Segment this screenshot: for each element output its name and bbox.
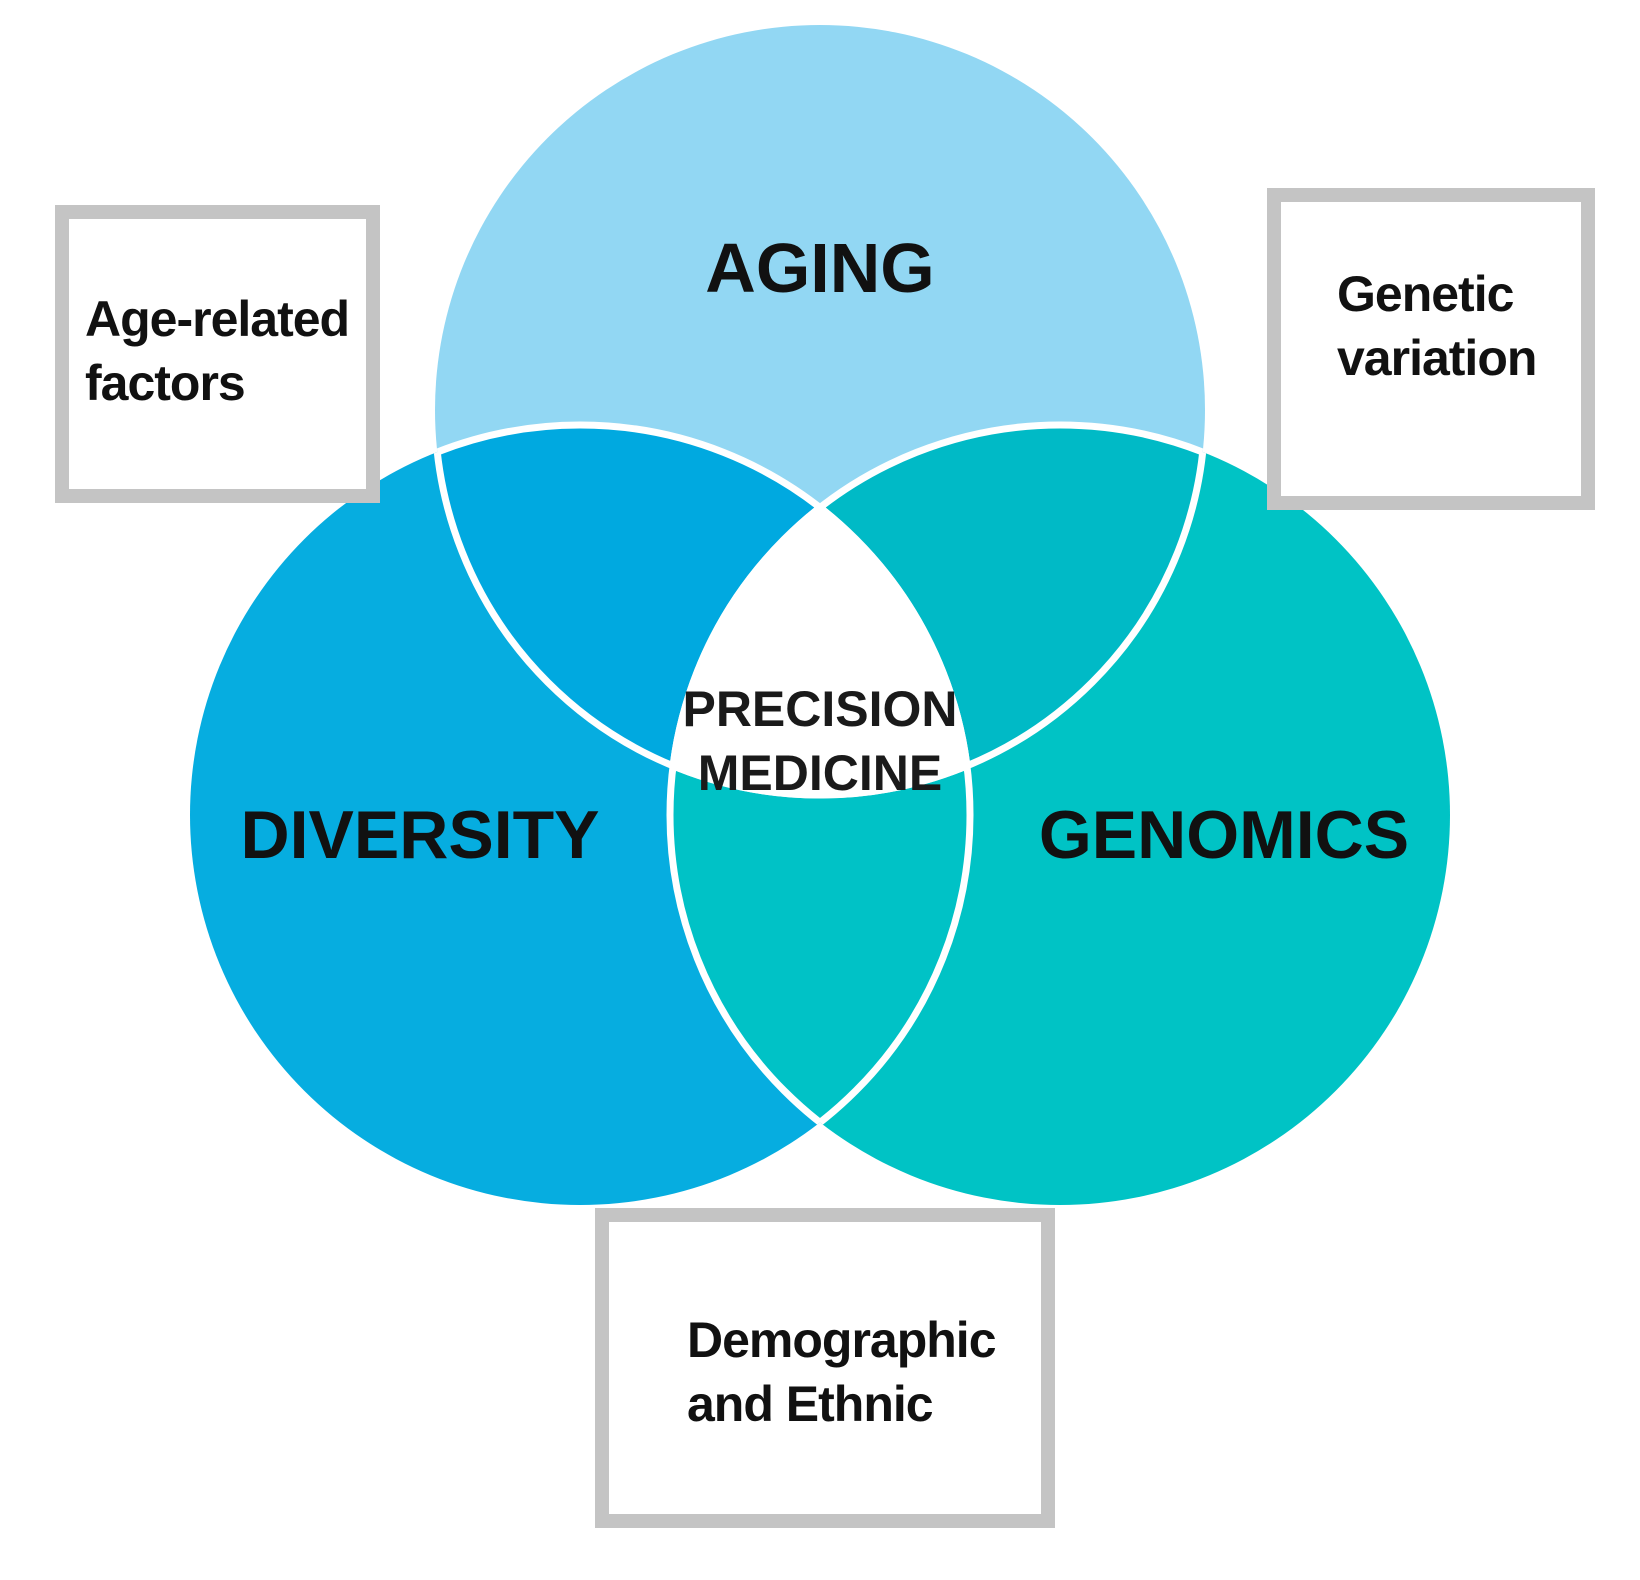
- box-line: Age-related: [85, 291, 350, 347]
- demographic-and-ethnic-text: Demographic and Ethnic: [687, 1308, 997, 1436]
- center-region: [670, 425, 970, 795]
- aging-outline-in-genomics: [670, 425, 1209, 799]
- genetic-variation-box: Genetic variation: [1267, 188, 1595, 510]
- genomics-outline-in-aging: [666, 421, 1205, 795]
- box-line: variation: [1337, 330, 1537, 386]
- box-line: and Ethnic: [687, 1376, 934, 1432]
- genetic-variation-text: Genetic variation: [1337, 262, 1537, 390]
- center-label-line2: MEDICINE: [698, 745, 942, 801]
- aging-label: AGING: [705, 229, 934, 307]
- center-label-line1: PRECISION: [682, 681, 957, 737]
- age-related-factors-box: Age-related factors: [55, 205, 380, 503]
- genomics-outline-in-diversity: [666, 425, 970, 1205]
- box-line: Demographic: [687, 1312, 997, 1368]
- box-line: Genetic: [1337, 266, 1514, 322]
- demographic-and-ethnic-box: Demographic and Ethnic: [595, 1208, 1055, 1528]
- box-line: factors: [85, 355, 246, 411]
- age-related-factors-text: Age-related factors: [85, 287, 350, 415]
- diversity-outline-in-genomics: [670, 425, 974, 1205]
- diversity-label: DIVERSITY: [241, 797, 600, 873]
- diversity-outline-in-aging: [435, 421, 974, 795]
- genomics-label: GENOMICS: [1039, 797, 1409, 873]
